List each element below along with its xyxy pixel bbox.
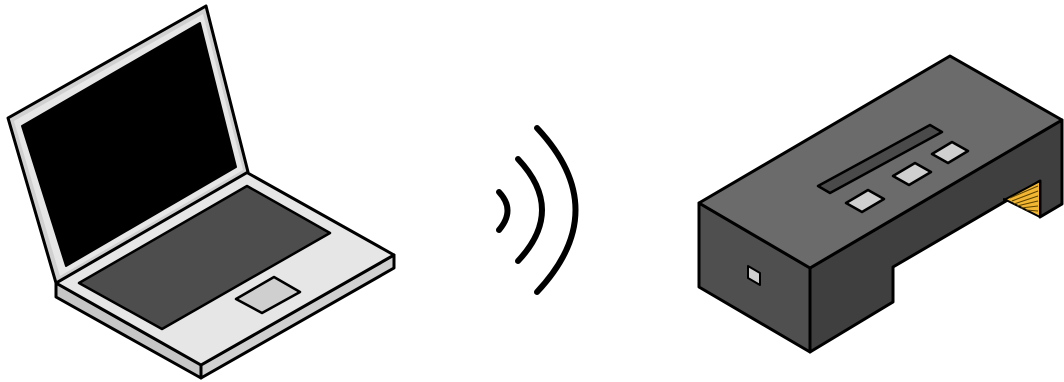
wave-large	[534, 125, 579, 295]
connector-pins	[1003, 180, 1041, 218]
connector-pin-lines	[1009, 185, 1039, 212]
device-display-slot	[816, 123, 944, 195]
laptop-touchpad	[234, 275, 302, 315]
laptop-keyboard	[77, 184, 332, 331]
receiver-box-icon	[697, 54, 1064, 354]
device-side-port	[747, 265, 761, 286]
wifi-signal-icon	[496, 125, 579, 295]
device-button-3	[930, 140, 970, 165]
laptop-icon	[6, 4, 396, 380]
laptop-screen	[21, 22, 237, 267]
device-button-1	[844, 188, 886, 214]
wave-small	[496, 189, 511, 233]
wave-medium	[515, 156, 545, 264]
device-button-2	[891, 161, 933, 187]
